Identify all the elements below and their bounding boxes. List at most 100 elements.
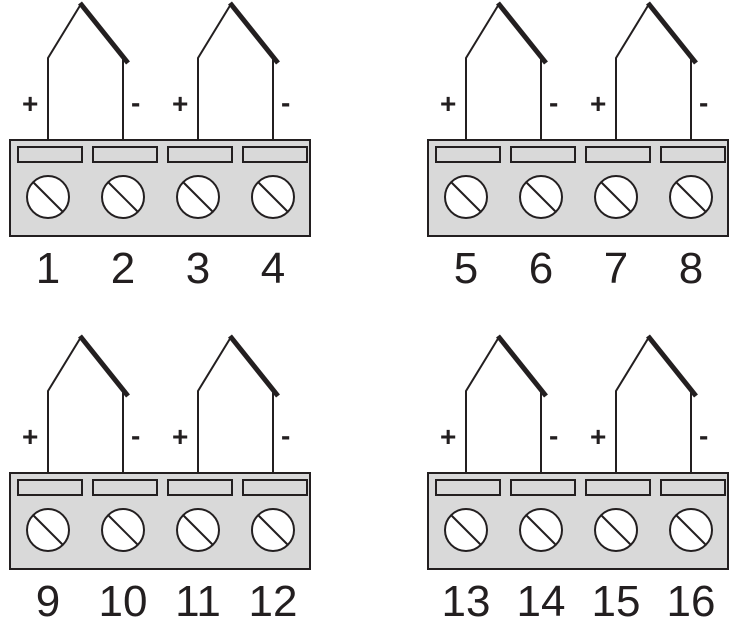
polarity-plus-sign: + (22, 421, 38, 452)
screw-slot-line (675, 514, 707, 546)
thermocouple-pair-2: +- (590, 334, 708, 473)
terminal-number: 3 (186, 244, 210, 293)
screw-slot-line (257, 181, 289, 213)
terminal-12: 12 (242, 479, 308, 626)
negative-lead-thick (496, 334, 548, 398)
terminal-16: 16 (660, 479, 726, 626)
terminal-5: 5 (435, 146, 501, 293)
thermocouple-pair-1: +- (22, 1, 140, 140)
positive-lead (465, 336, 500, 473)
screw-slot-line (525, 181, 557, 213)
terminal-number: 15 (592, 577, 641, 626)
terminal-2: 2 (92, 146, 158, 293)
terminal-number: 8 (679, 244, 703, 293)
terminal-number: 9 (36, 577, 60, 626)
positive-lead (197, 336, 232, 473)
wire-entry-slot (92, 479, 158, 496)
screw-slot-line (182, 514, 214, 546)
thermocouple-pair-2: +- (172, 1, 290, 140)
wire-entry-slot (510, 479, 576, 496)
polarity-minus-sign: - (131, 87, 140, 118)
negative-lead-thick (78, 1, 130, 65)
terminal-number: 12 (249, 577, 298, 626)
polarity-minus-sign: - (549, 87, 558, 118)
terminal-number: 1 (36, 244, 60, 293)
terminal-number: 11 (175, 577, 221, 626)
thermocouple-pair-1: +- (440, 1, 558, 140)
positive-lead (615, 336, 650, 473)
polarity-minus-sign: - (281, 87, 290, 118)
wire-entry-slot (242, 479, 308, 496)
polarity-plus-sign: + (590, 88, 606, 119)
negative-lead-thick (646, 334, 698, 398)
polarity-plus-sign: + (590, 421, 606, 452)
terminal-1: 1 (17, 146, 83, 293)
wire-entry-slot (660, 479, 726, 496)
screw-slot-line (600, 514, 632, 546)
terminal-number: 6 (529, 244, 553, 293)
terminal-number: 7 (604, 244, 628, 293)
terminal-11: 11 (167, 479, 233, 626)
screw-slot-line (450, 181, 482, 213)
terminal-4: 4 (242, 146, 308, 293)
terminal-number: 10 (99, 577, 148, 626)
wire-entry-slot (17, 146, 83, 163)
wire-entry-slot (510, 146, 576, 163)
polarity-plus-sign: + (440, 88, 456, 119)
screw-slot-line (32, 181, 64, 213)
wire-entry-slot (167, 479, 233, 496)
terminal-number: 13 (442, 577, 491, 626)
wire-entry-slot (435, 146, 501, 163)
polarity-minus-sign: - (281, 420, 290, 451)
polarity-minus-sign: - (131, 420, 140, 451)
positive-lead (47, 336, 82, 473)
polarity-plus-sign: + (172, 421, 188, 452)
polarity-minus-sign: - (549, 420, 558, 451)
terminal-6: 6 (510, 146, 576, 293)
terminal-13: 13 (435, 479, 501, 626)
positive-lead (47, 3, 82, 140)
wire-entry-slot (660, 146, 726, 163)
polarity-plus-sign: + (440, 421, 456, 452)
terminal-3: 3 (167, 146, 233, 293)
terminal-number: 16 (667, 577, 716, 626)
terminal-number: 2 (111, 244, 135, 293)
thermocouple-pair-1: +- (22, 334, 140, 473)
negative-lead-thick (496, 1, 548, 65)
negative-lead-thick (228, 334, 280, 398)
positive-lead (465, 3, 500, 140)
negative-lead-thick (78, 334, 130, 398)
negative-lead-thick (228, 1, 280, 65)
thermocouple-pair-2: +- (590, 1, 708, 140)
polarity-plus-sign: + (172, 88, 188, 119)
terminal-14: 14 (510, 479, 576, 626)
terminal-number: 5 (454, 244, 478, 293)
screw-slot-line (182, 181, 214, 213)
wire-entry-slot (585, 479, 651, 496)
wire-entry-slot (242, 146, 308, 163)
wire-entry-slot (17, 479, 83, 496)
polarity-minus-sign: - (699, 420, 708, 451)
polarity-plus-sign: + (22, 88, 38, 119)
screw-slot-line (525, 514, 557, 546)
terminal-10: 10 (92, 479, 158, 626)
screw-slot-line (107, 514, 139, 546)
screw-slot-line (107, 181, 139, 213)
terminal-number: 4 (261, 244, 285, 293)
wire-entry-slot (435, 479, 501, 496)
wire-entry-slot (92, 146, 158, 163)
positive-lead (615, 3, 650, 140)
screw-slot-line (600, 181, 632, 213)
screw-slot-line (450, 514, 482, 546)
terminal-15: 15 (585, 479, 651, 626)
terminal-9: 9 (17, 479, 83, 626)
screw-slot-line (257, 514, 289, 546)
screw-slot-line (675, 181, 707, 213)
terminal-7: 7 (585, 146, 651, 293)
negative-lead-thick (646, 1, 698, 65)
